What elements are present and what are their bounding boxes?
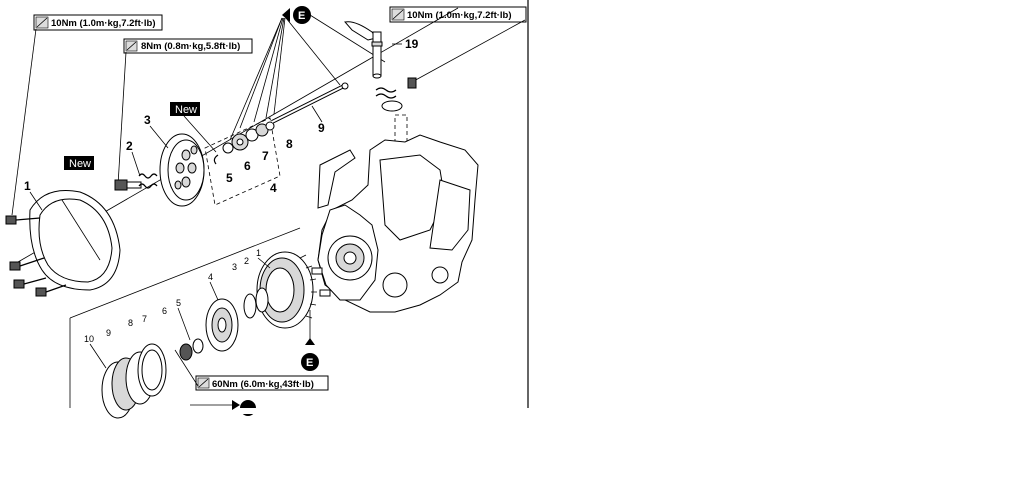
clutch-label-7: 7: [142, 314, 147, 324]
oil-leader-lines: [229, 14, 386, 141]
new-badge-2: New: [64, 156, 94, 170]
torque-text: 8Nm (0.8m·kg,5.8ft·lb): [141, 41, 240, 52]
svg-text:New: New: [69, 158, 91, 170]
clutch-label-6: 6: [162, 306, 167, 316]
dowel-pins: [311, 267, 331, 297]
thrust-washer: [243, 287, 269, 319]
part-label-5: 5: [226, 171, 233, 185]
leader-line: [11, 28, 37, 216]
pressure-plate: [159, 133, 205, 207]
clutch-label-8: 8: [128, 318, 133, 328]
lock-nut: [179, 338, 204, 361]
part-label-19: 19: [405, 37, 419, 51]
section-divider: [69, 227, 301, 319]
torque-text: 10Nm (1.0m·kg,7.2ft·lb): [51, 18, 156, 29]
push-rod: [271, 82, 349, 124]
leader-line: [117, 51, 127, 186]
torque-text: 10Nm (1.0m·kg,7.2ft·lb): [407, 10, 512, 21]
svg-text:E: E: [306, 357, 313, 369]
engine-case: [317, 134, 479, 313]
leader-line: [411, 19, 526, 83]
part-label-6: 6: [244, 159, 251, 173]
subassembly-box: [204, 117, 281, 206]
cover-bolts: [5, 215, 67, 297]
oil-icon-mid: E: [301, 310, 319, 371]
new-badge-1: New: [170, 102, 200, 116]
oil-icon-bottom: [190, 400, 260, 416]
clutch-label-5: 5: [176, 298, 181, 308]
clutch-label-3: 3: [232, 262, 237, 272]
clutch-cover: [29, 190, 121, 291]
part-label-2: 2: [126, 139, 133, 153]
bearing-set: [222, 121, 275, 154]
torque-text: 60Nm (6.0m·kg,43ft·lb): [212, 379, 314, 390]
part-label-3: 3: [144, 113, 151, 127]
part-label-8: 8: [286, 137, 293, 151]
part-label-1: 1: [24, 179, 31, 193]
clutch-housing: [256, 251, 317, 329]
part-label-9: 9: [318, 121, 325, 135]
clutch-boss: [205, 298, 239, 352]
svg-text:E: E: [298, 10, 305, 22]
clutch-label-4: 4: [208, 272, 213, 282]
leader-line: [174, 349, 199, 387]
torque-label-1: 10Nm (1.0m·kg,7.2ft·lb): [33, 14, 163, 31]
clutch-label-10: 10: [84, 334, 94, 344]
part-label-7: 7: [262, 149, 269, 163]
clutch-label-2: 2: [244, 256, 249, 266]
shift-lever: [317, 149, 356, 209]
oil-icon-top: E: [282, 6, 311, 24]
shaft-spring: [375, 77, 417, 112]
torque-label-2: 8Nm (0.8m·kg,5.8ft·lb): [123, 38, 253, 54]
clutch-label-9: 9: [106, 328, 111, 338]
circlip: [213, 154, 219, 165]
label-leaders: [29, 105, 323, 369]
torque-label-4: 60Nm (6.0m·kg,43ft·lb): [195, 375, 329, 391]
bolt-spring: [114, 173, 158, 191]
clutch-label-1: 1: [256, 248, 261, 258]
push-lever-shaft: [344, 21, 383, 79]
svg-text:New: New: [175, 104, 197, 116]
part-label-4: 4: [270, 181, 277, 195]
torque-label-3: 10Nm (1.0m·kg,7.2ft·lb): [389, 6, 527, 23]
clutch-plates: [101, 343, 167, 419]
